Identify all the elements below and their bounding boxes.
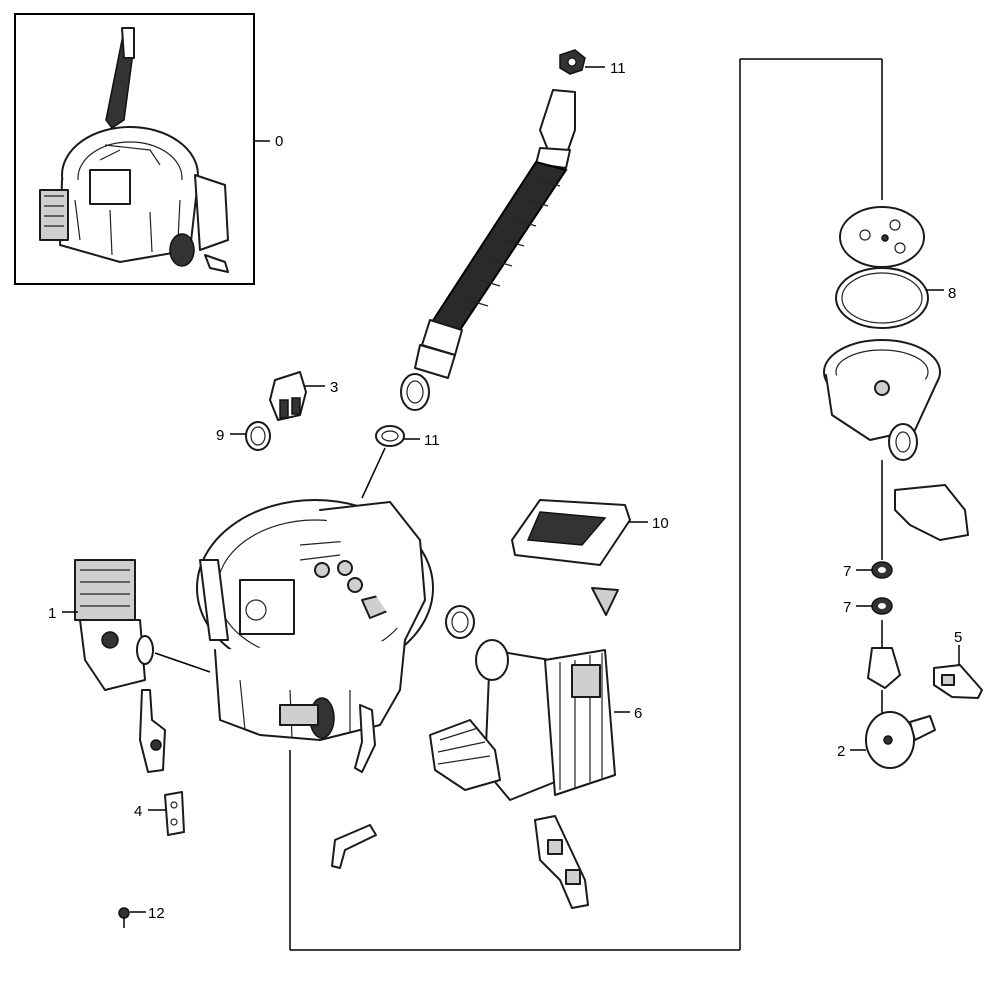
callout-7-lower: 7 (843, 599, 851, 616)
callout-9: 9 (216, 427, 224, 444)
callout-6: 6 (634, 705, 642, 722)
part-11-mid-clamp (375, 425, 405, 447)
clip-part (354, 704, 376, 773)
callout-12: 12 (148, 905, 165, 922)
part-7-seal-upper (871, 561, 893, 579)
bracket-part (139, 689, 166, 773)
part-9-o-ring (245, 421, 271, 451)
bent-clip (331, 824, 377, 869)
callout-10: 10 (652, 515, 669, 532)
callout-3: 3 (330, 379, 338, 396)
part-11-top-clamp (559, 49, 586, 75)
part-2-motor (865, 711, 936, 769)
triangle-piece (591, 587, 619, 616)
part-10-cover (511, 499, 631, 566)
callout-2: 2 (837, 743, 845, 760)
part-12-screw (118, 907, 130, 928)
curved-shield (894, 484, 969, 541)
callout-1: 1 (48, 605, 56, 622)
callout-11-mid: 11 (424, 432, 440, 449)
small-clamp (445, 605, 475, 639)
part-8-plate (839, 206, 925, 268)
part-4-bracket (164, 791, 185, 836)
filter-housing (823, 339, 941, 461)
callout-11-top: 11 (610, 60, 626, 77)
part-6-heater-pump (429, 639, 616, 801)
callout-8: 8 (948, 285, 956, 302)
callout-0: 0 (275, 133, 283, 150)
drain-hose (400, 89, 576, 411)
callout-4: 4 (134, 803, 142, 820)
part-5-connector (933, 664, 983, 699)
callout-5: 5 (954, 629, 962, 646)
part-8-gasket (835, 267, 929, 329)
connector-sensor (534, 815, 589, 909)
part-1-circulation-motor (74, 559, 154, 691)
callout-7-upper: 7 (843, 563, 851, 580)
assembly-inset (14, 13, 255, 285)
part-3-sensor (269, 371, 307, 421)
impeller (867, 620, 901, 689)
part-7-seal-lower (871, 597, 893, 615)
sump-housing (196, 499, 434, 741)
